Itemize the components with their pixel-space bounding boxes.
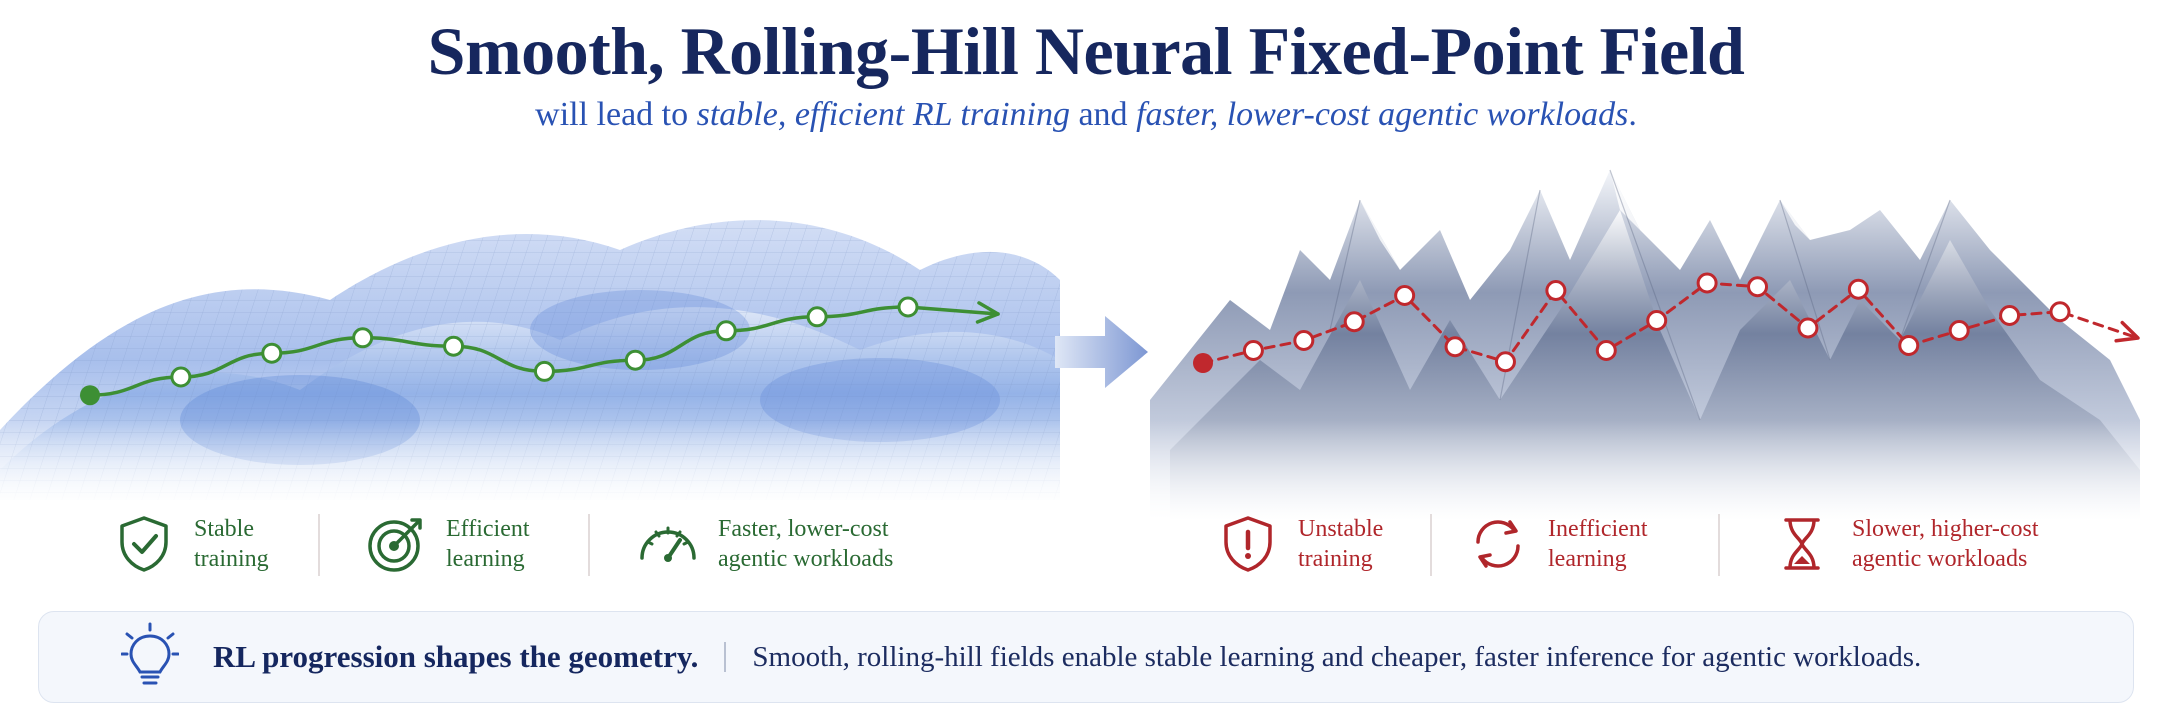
- speedometer-icon: [640, 526, 696, 562]
- path-point: [1847, 278, 1869, 300]
- feature-line-2: agentic workloads: [718, 546, 894, 572]
- feature-unstable-training: Unstable training: [1216, 512, 1383, 576]
- feature-slower-workloads: Slower, higher-cost agentic workloads: [1770, 512, 2039, 576]
- divider: [588, 514, 590, 576]
- path-point: [1394, 285, 1416, 306]
- path-start-point: [1193, 353, 1213, 373]
- divider: [318, 514, 320, 576]
- smooth-hill-field: [0, 220, 1060, 510]
- cycle-arrows-icon: [1476, 520, 1520, 568]
- path-point: [1948, 320, 1970, 341]
- feature-stable-training: Stable training: [112, 512, 269, 576]
- shield-check-icon: [120, 516, 168, 572]
- path-point: [1797, 317, 1819, 339]
- lightbulb-icon: [121, 622, 179, 685]
- path-point: [170, 366, 192, 388]
- feature-faster-workloads: Faster, lower-cost agentic workloads: [636, 512, 893, 576]
- feature-efficient-learning: Efficient learning: [364, 512, 530, 576]
- banner-separator: [724, 642, 727, 672]
- path-point: [1747, 276, 1769, 298]
- feature-line-1: Efficient: [446, 516, 530, 542]
- subtitle-text-3: .: [1628, 96, 1637, 133]
- page-subtitle: will lead to stable, efficient RL traini…: [0, 96, 2172, 134]
- path-point: [1444, 336, 1466, 358]
- path-line: [88, 305, 1000, 397]
- feature-line-1: Slower, higher-cost: [1852, 516, 2039, 542]
- feature-line-1: Unstable: [1298, 516, 1384, 542]
- subtitle-emphasis-1: stable, efficient RL training: [696, 96, 1070, 133]
- subtitle-text-2: and: [1069, 96, 1137, 133]
- path-point: [715, 320, 737, 342]
- banner-headline: RL progression shapes the geometry.: [213, 639, 699, 674]
- feature-line-2: agentic workloads: [1852, 546, 2028, 572]
- path-point: [1898, 335, 1920, 356]
- path-point: [352, 327, 374, 349]
- subtitle-emphasis-2: faster, lower-cost agentic workloads: [1136, 96, 1629, 133]
- path-point: [1595, 340, 1617, 361]
- path-point: [1494, 351, 1516, 373]
- path-point: [1696, 272, 1718, 294]
- banner-text: Smooth, rolling-hill fields enable stabl…: [752, 640, 1922, 673]
- arrow-head-icon: [2114, 320, 2140, 343]
- transition-arrow-icon: [1055, 316, 1148, 388]
- jagged-mountain-field: [1150, 169, 2150, 520]
- path-point: [806, 306, 828, 328]
- page-title: Smooth, Rolling-Hill Neural Fixed-Point …: [427, 13, 1745, 89]
- feature-line-2: training: [194, 546, 269, 572]
- path-start-point: [80, 385, 100, 406]
- rough-training-path: [1193, 272, 2140, 373]
- summary-banner: RL progression shapes the geometry. Smoo…: [38, 611, 2134, 703]
- path-point: [1545, 280, 1567, 301]
- feature-line-1: Stable: [194, 516, 254, 542]
- path-point: [261, 342, 283, 364]
- path-point: [897, 296, 919, 318]
- subtitle-text-1: will lead to: [535, 96, 697, 133]
- feature-line-2: learning: [446, 546, 525, 572]
- feature-line-1: Inefficient: [1548, 516, 1648, 542]
- path-point: [443, 335, 465, 357]
- feature-line-2: training: [1298, 546, 1373, 572]
- feature-line-1: Faster, lower-cost: [718, 516, 889, 542]
- hourglass-icon: [1784, 518, 1820, 570]
- divider: [1430, 514, 1432, 576]
- target-arrow-icon: [368, 518, 422, 572]
- path-point: [624, 349, 646, 371]
- path-point: [1343, 311, 1365, 333]
- path-point: [533, 360, 555, 382]
- feature-inefficient-learning: Inefficient learning: [1466, 512, 1648, 576]
- smooth-training-path: [80, 296, 1000, 406]
- feature-line-2: learning: [1548, 546, 1627, 572]
- path-point: [2049, 301, 2071, 323]
- shield-alert-icon: [1224, 516, 1272, 572]
- path-point: [1999, 305, 2021, 326]
- path-point: [1242, 340, 1264, 361]
- path-point: [1646, 310, 1668, 331]
- divider: [1718, 514, 1720, 576]
- path-point: [1293, 330, 1315, 351]
- arrow-head-icon: [975, 301, 1000, 324]
